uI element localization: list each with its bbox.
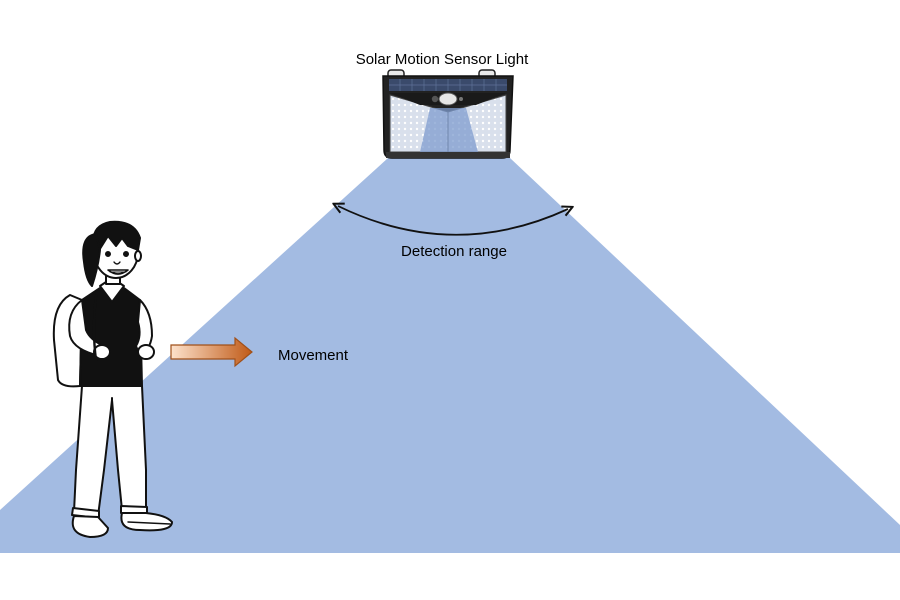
range-arc-arrow — [338, 206, 568, 236]
student-illustration — [52, 220, 173, 538]
movement-label: Movement — [278, 347, 349, 364]
detection-range-label: Detection range — [401, 243, 507, 260]
solar-motion-sensor-light-icon — [382, 69, 514, 159]
detection-cone — [0, 158, 900, 553]
movement-arrow-icon — [170, 336, 253, 368]
device-title: Solar Motion Sensor Light — [356, 51, 529, 68]
